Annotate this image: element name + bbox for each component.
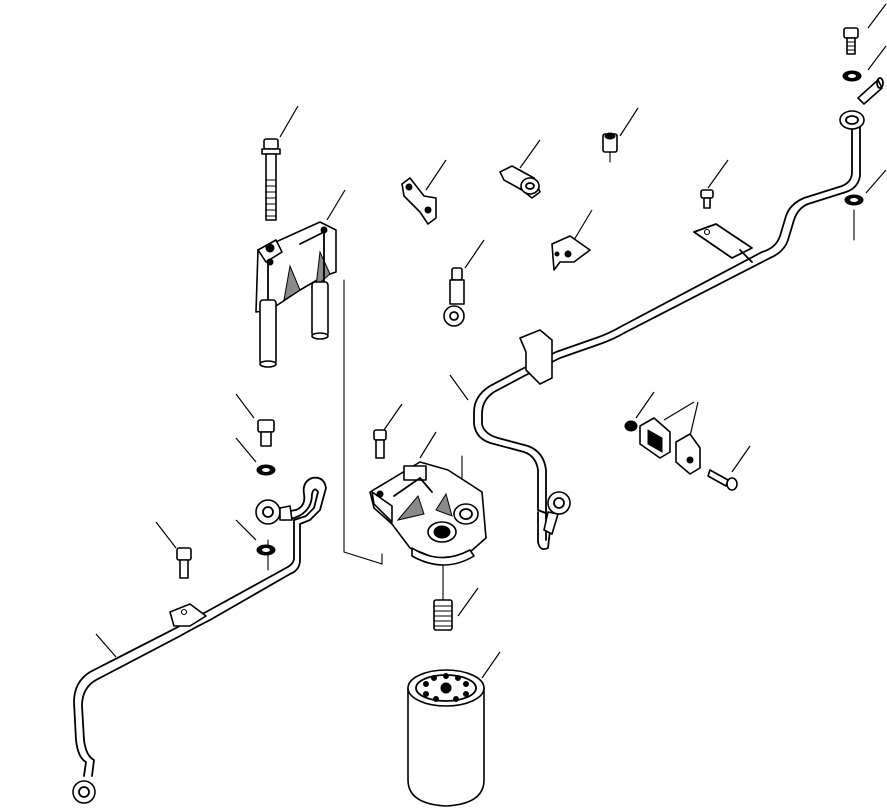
screw bbox=[707, 469, 738, 491]
cap bbox=[602, 132, 618, 153]
angle-bracket bbox=[551, 235, 591, 271]
washer-upper bbox=[842, 70, 862, 82]
washer-left-lower bbox=[256, 544, 276, 556]
leader-eye-bolt-upper bbox=[867, 3, 887, 29]
bracket-bolt bbox=[261, 138, 281, 221]
leader-fuel-filter-cartridge bbox=[481, 651, 501, 679]
clip-nut bbox=[624, 420, 638, 432]
leader-filter-head bbox=[419, 431, 437, 459]
leader-plate-clip bbox=[425, 159, 447, 191]
fuel-filter-cartridge bbox=[407, 669, 485, 807]
leader-nipple bbox=[457, 587, 479, 617]
leader-fuel-pipe-upper bbox=[867, 45, 887, 71]
leader-banjo-bolt bbox=[464, 239, 485, 269]
head-bolt bbox=[373, 429, 387, 459]
eye-bolt-upper bbox=[843, 27, 859, 55]
bracket-guide bbox=[343, 539, 383, 565]
leader-cap bbox=[619, 107, 639, 137]
plate-clip bbox=[401, 177, 437, 225]
eye-bolt-left bbox=[257, 419, 275, 447]
pipe-clamp bbox=[499, 165, 541, 199]
pipe-eye-fitting-upper bbox=[839, 110, 865, 130]
pipe-bolt bbox=[176, 547, 192, 579]
leader-angle-bracket bbox=[573, 209, 593, 241]
leader-fuel-pipe-lower bbox=[95, 633, 117, 658]
leader-washer-lower-right bbox=[865, 169, 887, 194]
leader-washer-left-upper bbox=[235, 437, 257, 463]
leader-pipe-bolt bbox=[155, 521, 177, 549]
banjo-bolt bbox=[443, 267, 465, 327]
fuel-pipe-lower bbox=[72, 476, 327, 804]
leader-clip-bracket-b bbox=[689, 401, 699, 437]
filter-head bbox=[369, 461, 487, 566]
leader-eye-bolt-left bbox=[235, 393, 255, 419]
pipe-clamp-plate-lower bbox=[169, 603, 207, 627]
nipple bbox=[433, 599, 453, 631]
leader-bracket-bolt bbox=[279, 105, 299, 138]
clamp-bolt bbox=[700, 189, 714, 209]
filter-bracket bbox=[255, 221, 337, 368]
leader-clip-bracket-a bbox=[663, 401, 695, 421]
leader-clip-nut bbox=[635, 391, 655, 419]
leader-clamp-bolt bbox=[707, 159, 729, 189]
pipe-clamp-plate-upper bbox=[693, 223, 753, 259]
pipe-eye-fitting-lower bbox=[72, 780, 96, 804]
leader-head-bolt bbox=[383, 403, 403, 431]
fuel-pipe-upper bbox=[473, 110, 865, 551]
leader-washer-left-lower bbox=[235, 519, 257, 541]
clip-bracket bbox=[639, 417, 701, 475]
leader-screw bbox=[731, 445, 751, 473]
leader-fuel-pipe-middle bbox=[449, 374, 469, 401]
pipe-angle-bracket bbox=[519, 329, 553, 385]
leader-pipe-clamp bbox=[519, 139, 541, 169]
pipe-tip-upper bbox=[857, 77, 884, 105]
leader-lines bbox=[95, 3, 887, 679]
washer-lower-right bbox=[844, 194, 864, 206]
pipe-eye-fitting-middle bbox=[547, 491, 571, 515]
pipe-eye-fitting-left bbox=[255, 499, 281, 525]
leader-filter-bracket bbox=[326, 189, 346, 221]
washer-left-upper bbox=[256, 464, 276, 476]
